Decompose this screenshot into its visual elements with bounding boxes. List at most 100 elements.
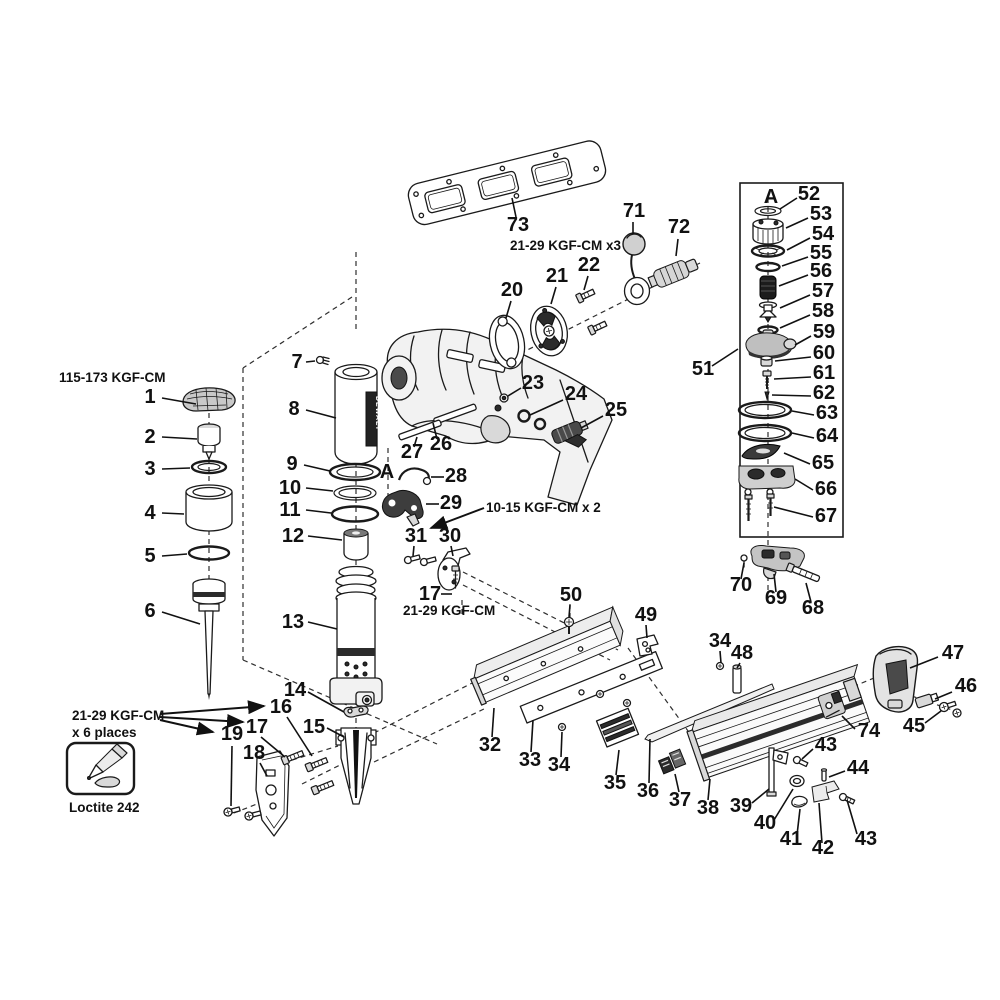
callout-13: 13 [282,611,304,633]
note-loctite: Loctite 242 [69,800,140,815]
callout-1-leader [161,397,197,405]
callout-26-leader [432,422,438,440]
part-74-latch [817,689,846,720]
callout-50-leader [568,604,571,618]
callout-21: 21 [546,265,568,287]
note-torque-endcap: 21-29 KGF-CM x3 [510,238,622,253]
callout-24: 24 [565,383,588,405]
part-61-screw [762,370,772,389]
callout-62-leader [771,394,812,397]
callout-70: 70 [730,574,752,596]
callout-72: 72 [668,216,690,238]
part-40-nut [789,774,805,788]
callout-69-leader [773,573,777,593]
part-1-cap [182,387,236,412]
part-72-air-fitting [647,258,699,288]
callout-48: 48 [731,642,753,664]
callout-53: 53 [810,203,832,225]
part-8-cylinder-cap: DEWALT [334,363,381,465]
callout-68-leader [805,582,812,603]
part-55-oring [755,261,781,273]
callout-18: 18 [243,742,265,764]
callout-43-upper: 43 [815,734,837,756]
callout-28: 28 [445,465,467,487]
callout-a-head-valve: A [764,186,778,208]
callout-68: 68 [802,597,824,619]
callout-47-leader [909,656,939,669]
callout-73-leader [511,197,517,218]
callout-22-leader [583,275,589,291]
callout-11: 11 [279,499,300,521]
callout-44-leader [828,770,846,778]
callout-30-leader [450,545,454,557]
callout-34-front-leader [560,731,563,758]
note-torque-nose-1: 21-29 KGF-CM [72,708,164,723]
part-7-screw [315,355,330,366]
part-19-screws [223,806,262,821]
callout-58: 58 [812,300,834,322]
callout-67: 67 [815,505,837,527]
part-10-oring [333,485,377,501]
callout-8-leader [305,409,337,419]
callout-60-leader [774,356,812,362]
callout-16: 16 [270,696,292,718]
callout-23-leader [507,387,522,397]
callout-25: 25 [605,399,627,421]
callout-73: 73 [507,214,529,236]
callout-43-lower-leader [846,799,858,835]
part-17b-screw [451,565,460,589]
callout-2: 2 [144,426,155,448]
arrow-to-16 [159,700,266,715]
callout-71: 71 [623,200,645,222]
part-15-nose [335,727,377,805]
arrow-layer [159,507,485,736]
callout-54: 54 [812,223,835,245]
part-59-valve-cap [745,329,797,359]
part-37-spacer-blocks [657,748,687,775]
note-torque-bracket: 21-29 KGF-CM [403,603,495,618]
callout-51: 51 [692,358,714,380]
callout-18-leader [259,762,268,777]
callout-36: 36 [637,780,659,802]
part-46-fitting [914,692,940,709]
part-13-cylinder [329,565,383,707]
callout-21-leader [550,286,557,305]
part-45-screws [938,700,962,718]
callout-5-leader [161,553,188,557]
part-42-clamp-plate [811,780,840,803]
arrow-to-17 [159,714,245,729]
callout-6: 6 [144,600,155,622]
note-torque-contact: 10-15 KGF-CM x 2 [486,500,601,515]
part-21-end-cap [529,305,569,357]
callout-42-leader [818,802,823,844]
part-25-valve-stem [551,420,589,448]
part-39-depth-rod [766,747,789,797]
callout-23: 23 [522,372,544,394]
callout-48-leader [736,662,741,669]
callout-61: 61 [813,362,835,384]
callout-1: 1 [144,386,155,408]
part-56-spring [759,275,777,300]
callout-40: 40 [754,812,776,834]
callout-74-leader [841,715,856,730]
part-5-oring [187,545,231,561]
callout-50: 50 [560,584,582,606]
callout-66: 66 [815,478,837,500]
callout-32-leader [491,707,495,738]
part-33-rail-plate [519,650,664,724]
callout-31-leader [412,545,415,557]
part-48-pin [732,664,742,694]
callout-15-leader [326,727,345,738]
part-43-screw-upper [792,755,809,768]
callout-32: 32 [479,734,501,756]
callout-17-magazine: 17 [419,583,441,605]
callout-54-leader [786,237,811,251]
callout-37: 37 [669,789,691,811]
part-27-pin [398,419,442,441]
callout-33-leader [530,719,534,753]
brand-label: DEWALT [374,396,381,431]
glue-tube-icon [87,743,128,788]
callout-8: 8 [288,398,299,420]
